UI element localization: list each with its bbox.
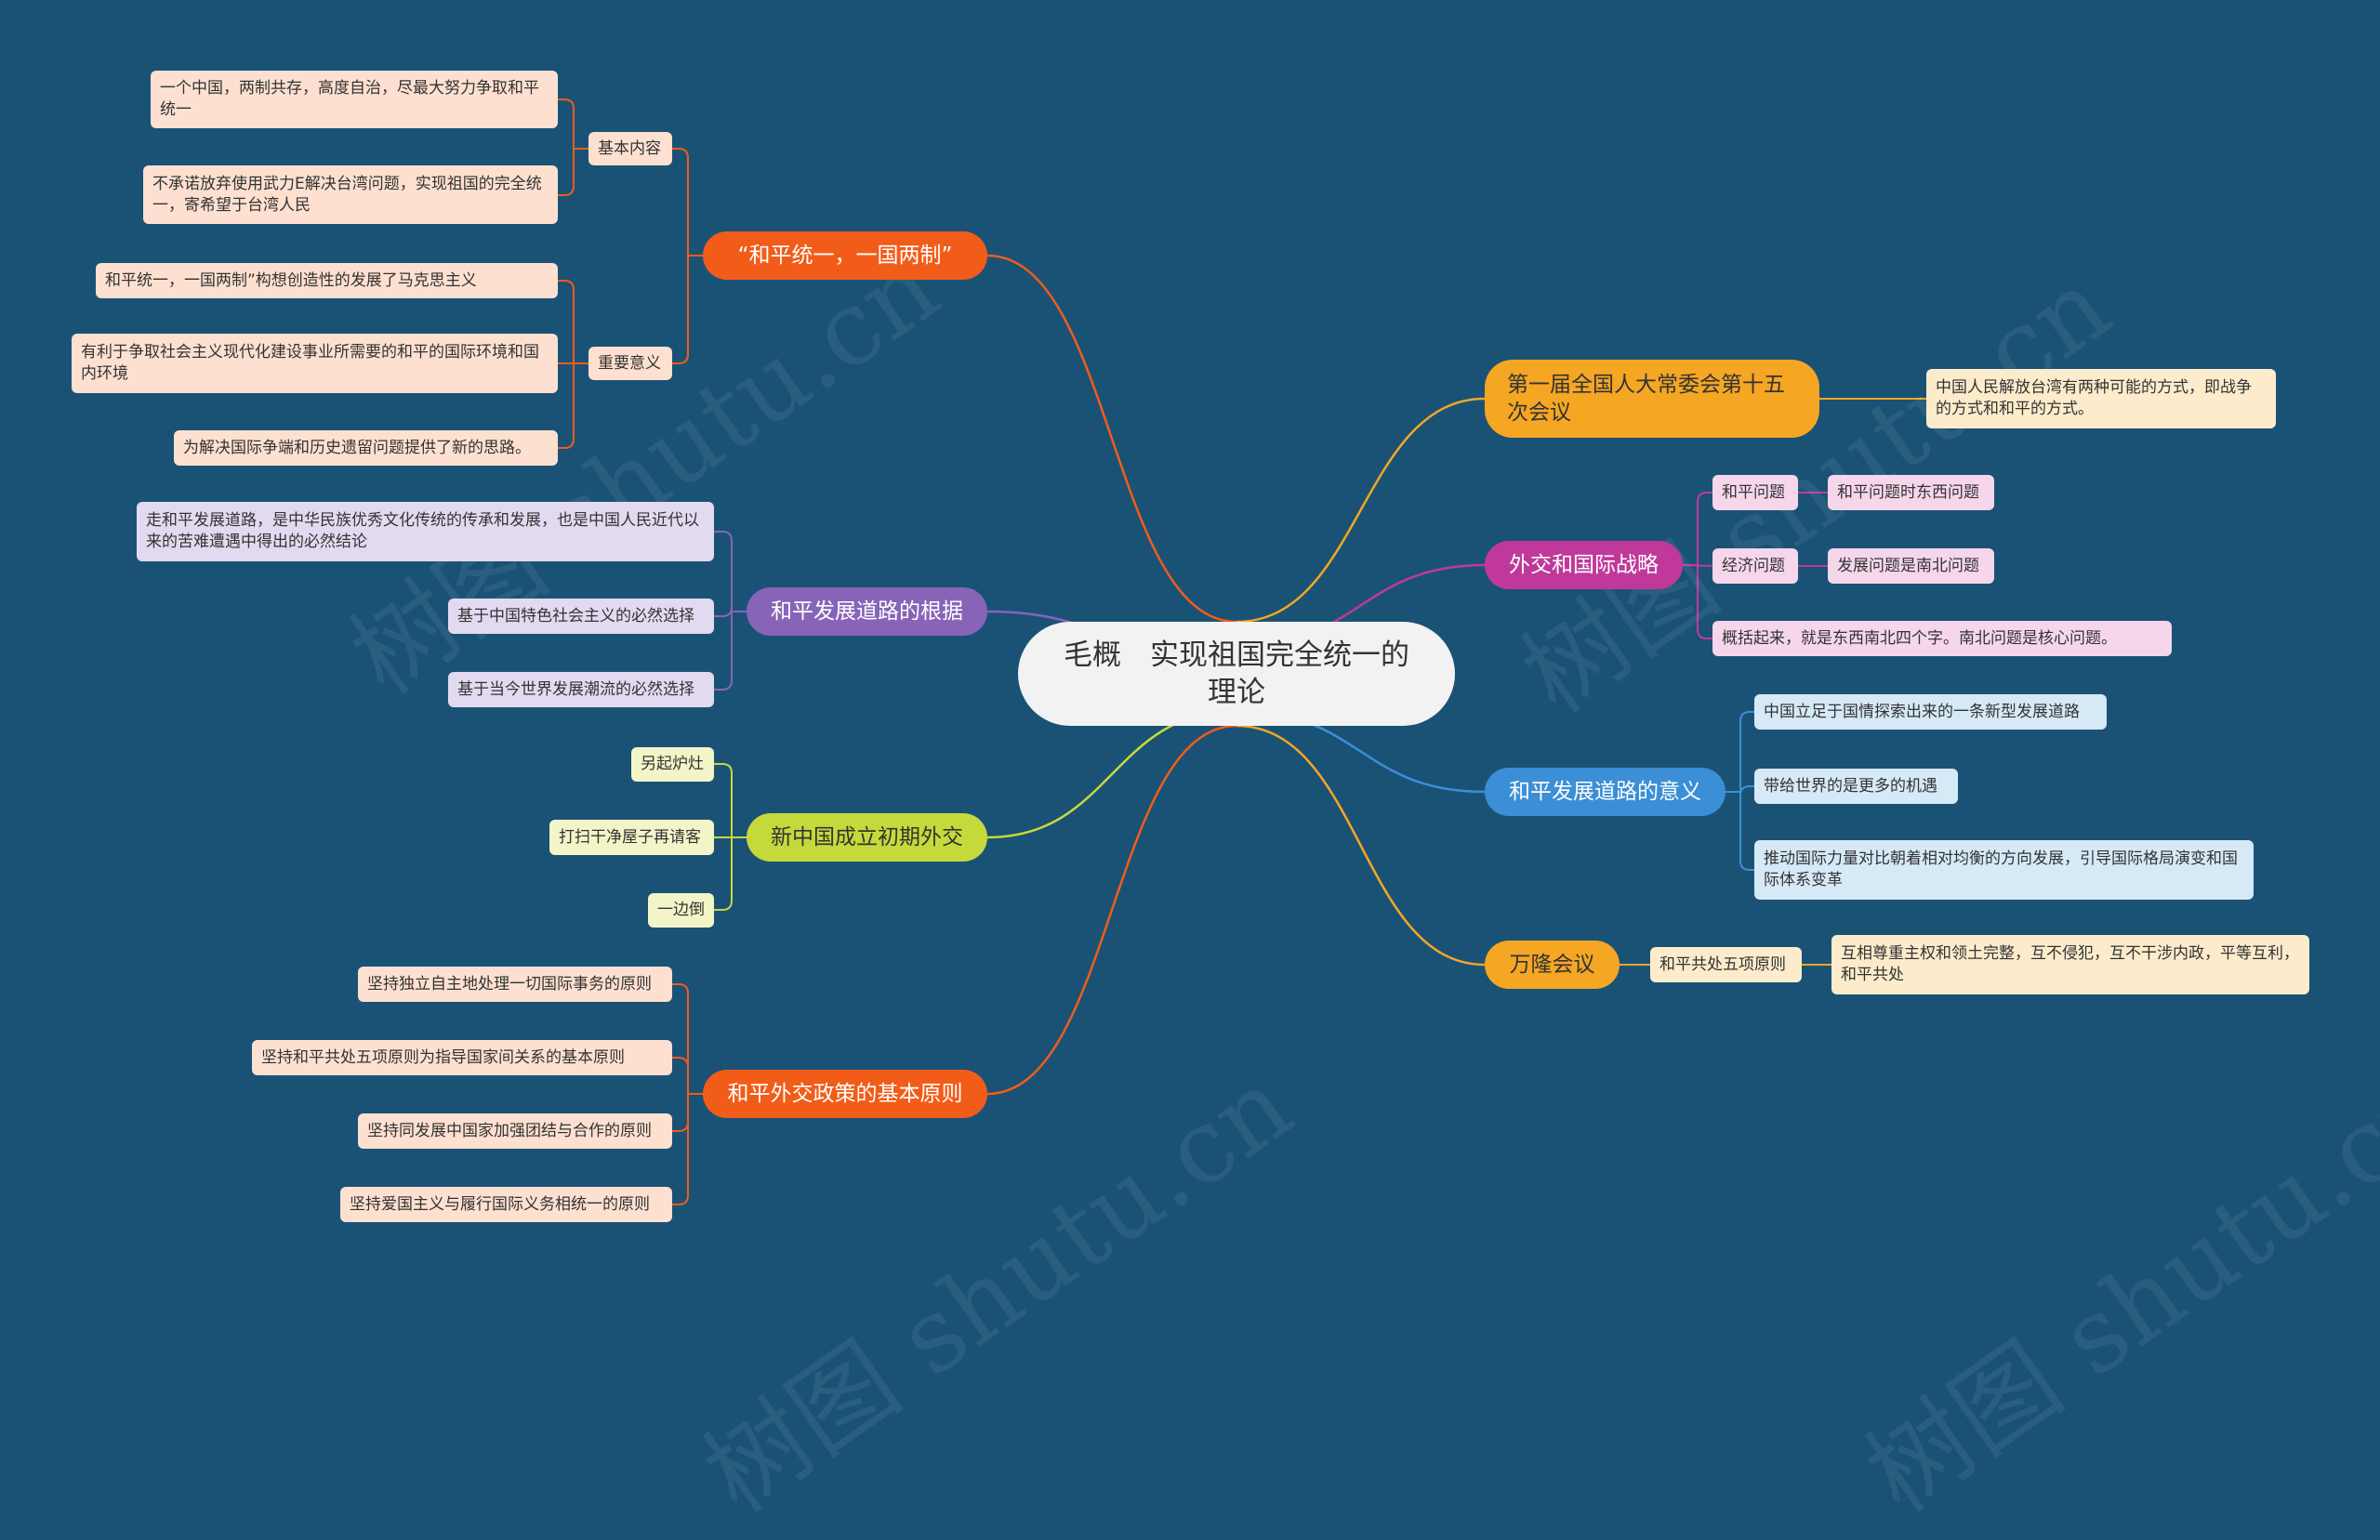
- leaf-diplomacy-3[interactable]: 一边倒: [648, 893, 714, 928]
- line-b5-2: [1683, 564, 1712, 639]
- center-topic[interactable]: 毛概 实现祖国完全统一的理论: [1018, 622, 1455, 726]
- leaf-economic-issue[interactable]: 发展问题是南北问题: [1828, 548, 1994, 584]
- line-b2-0: [714, 763, 747, 838]
- line-b3-0: [672, 983, 703, 1095]
- leaf-significance-1[interactable]: 和平统一，一国两制”构想创造性的发展了马克思主义: [96, 263, 558, 298]
- line-center-b7: [1236, 724, 1486, 967]
- leaf-significance-path-2[interactable]: 带给世界的是更多的机遇: [1754, 769, 1958, 804]
- leaf-principle-4[interactable]: 坚持爱国主义与履行国际义务相统一的原则: [340, 1187, 672, 1222]
- leaf-principle-1[interactable]: 坚持独立自主地处理一切国际事务的原则: [358, 967, 672, 1002]
- line-b0s0-1: [558, 148, 588, 196]
- leaf-diplomacy-1[interactable]: 另起炉灶: [631, 747, 714, 782]
- sub-summary[interactable]: 概括起来，就是东西南北四个字。南北问题是核心问题。: [1712, 621, 2172, 656]
- branch-peaceful-unification[interactable]: “和平统一，一国两制”: [703, 231, 987, 280]
- leaf-basis-3[interactable]: 基于当今世界发展潮流的必然选择: [448, 672, 714, 707]
- branch-npc-meeting[interactable]: 第一届全国人大常委会第十五次会议: [1485, 360, 1819, 438]
- line-b0s1-0: [558, 280, 588, 364]
- branch-international-strategy[interactable]: 外交和国际战略: [1485, 541, 1683, 589]
- leaf-significance-3[interactable]: 为解决国际争端和历史遗留问题提供了新的思路。: [174, 430, 558, 466]
- sub-basic-content[interactable]: 基本内容: [588, 132, 672, 165]
- leaf-significance-path-1[interactable]: 中国立足于国情探索出来的一条新型发展道路: [1754, 694, 2107, 730]
- line-b1-2: [714, 611, 747, 691]
- line-b2-2: [714, 836, 747, 911]
- line-b3-1: [672, 1057, 703, 1095]
- line-b0-0: [672, 148, 703, 257]
- leaf-peace-issue[interactable]: 和平问题时东西问题: [1828, 475, 1994, 510]
- leaf-basic-content-2[interactable]: 不承诺放弃使用武力E解决台湾问题，实现祖国的完全统一，寄希望于台湾人民: [143, 165, 558, 224]
- line-center-b3: [986, 724, 1237, 1096]
- line-center-b0: [986, 254, 1237, 624]
- leaf-significance-path-3[interactable]: 推动国际力量对比朝着相对均衡的方向发展，引导国际格局演变和国际体系变革: [1754, 840, 2254, 900]
- sub-peace-issue[interactable]: 和平问题: [1712, 475, 1798, 510]
- sub-significance[interactable]: 重要意义: [588, 347, 672, 380]
- line-center-b2: [986, 709, 1237, 839]
- branch-peaceful-development-significance[interactable]: 和平发展道路的意义: [1485, 768, 1726, 816]
- leaf-npc-meeting-1[interactable]: 中国人民解放台湾有两种可能的方式，即战争的方式和和平的方式。: [1926, 369, 2276, 428]
- line-b1-1: [714, 606, 747, 617]
- leaf-five-principles[interactable]: 互相尊重主权和领土完整，互不侵犯，互不干涉内政，平等互利，和平共处: [1831, 935, 2309, 994]
- line-center-b4: [1236, 397, 1486, 624]
- line-b1-0: [714, 531, 747, 612]
- sub-economic-issue[interactable]: 经济问题: [1712, 548, 1798, 584]
- line-b0-1: [672, 255, 703, 364]
- leaf-diplomacy-2[interactable]: 打扫干净屋子再请客: [549, 820, 714, 855]
- branch-bandung-conference[interactable]: 万隆会议: [1485, 941, 1620, 989]
- leaf-significance-2[interactable]: 有利于争取社会主义现代化建设事业所需要的和平的国际环境和国内环境: [72, 334, 558, 393]
- branch-foreign-policy-principles[interactable]: 和平外交政策的基本原则: [703, 1070, 987, 1118]
- leaf-principle-2[interactable]: 坚持和平共处五项原则为指导国家间关系的基本原则: [252, 1040, 672, 1075]
- branch-early-diplomacy[interactable]: 新中国成立初期外交: [747, 813, 987, 862]
- leaf-basic-content-1[interactable]: 一个中国，两制共存，高度自治，尽最大努力争取和平统一: [151, 71, 558, 128]
- sub-five-principles[interactable]: 和平共处五项原则: [1650, 947, 1802, 982]
- line-b0s1-2: [558, 362, 588, 449]
- leaf-basis-1[interactable]: 走和平发展道路，是中华民族优秀文化传统的传承和发展，也是中国人民近代以来的苦难遭…: [137, 502, 714, 561]
- line-b6-0: [1726, 711, 1754, 793]
- line-b5-0: [1683, 492, 1712, 566]
- line-b6-2: [1726, 791, 1754, 871]
- line-b3-3: [672, 1093, 703, 1205]
- branch-peaceful-development-basis[interactable]: 和平发展道路的根据: [747, 587, 987, 636]
- line-b0s0-0: [558, 99, 588, 150]
- leaf-basis-2[interactable]: 基于中国特色社会主义的必然选择: [448, 599, 714, 634]
- leaf-principle-3[interactable]: 坚持同发展中国家加强团结与合作的原则: [358, 1113, 672, 1149]
